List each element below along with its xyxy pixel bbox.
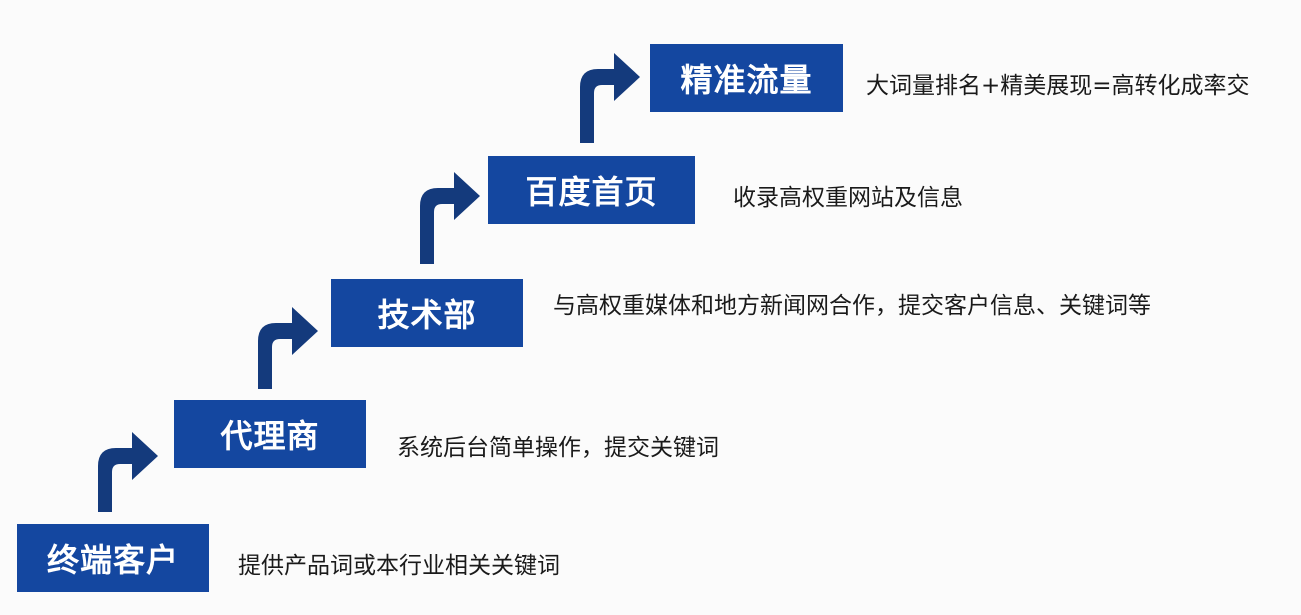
step-description: 提供产品词或本行业相关关键词 xyxy=(238,553,560,579)
step-label: 终端客户 xyxy=(46,541,179,579)
step-box-agent: 代理商 xyxy=(174,400,366,468)
step-description: 系统后台简单操作，提交关键词 xyxy=(397,435,719,461)
curved-arrow-icon xyxy=(580,53,640,143)
step-box-baidu-homepage: 百度首页 xyxy=(488,156,695,224)
step-box-terminal-client: 终端客户 xyxy=(17,524,209,592)
step-box-tech-dept: 技术部 xyxy=(331,279,523,347)
curved-arrow-icon xyxy=(420,172,480,264)
step-box-precise-traffic: 精准流量 xyxy=(650,44,843,112)
step-description: 收录高权重网站及信息 xyxy=(733,185,963,211)
curved-arrow-icon xyxy=(98,432,158,512)
step-description: 与高权重媒体和地方新闻网合作，提交客户信息、关键词等 xyxy=(553,293,1151,319)
step-description: 大词量排名+精美展现=高转化成率交 xyxy=(866,73,1250,99)
step-label: 百度首页 xyxy=(525,173,658,211)
step-label: 代理商 xyxy=(220,417,320,455)
step-label: 精准流量 xyxy=(680,61,813,99)
step-label: 技术部 xyxy=(377,296,477,334)
curved-arrow-icon xyxy=(258,307,318,389)
